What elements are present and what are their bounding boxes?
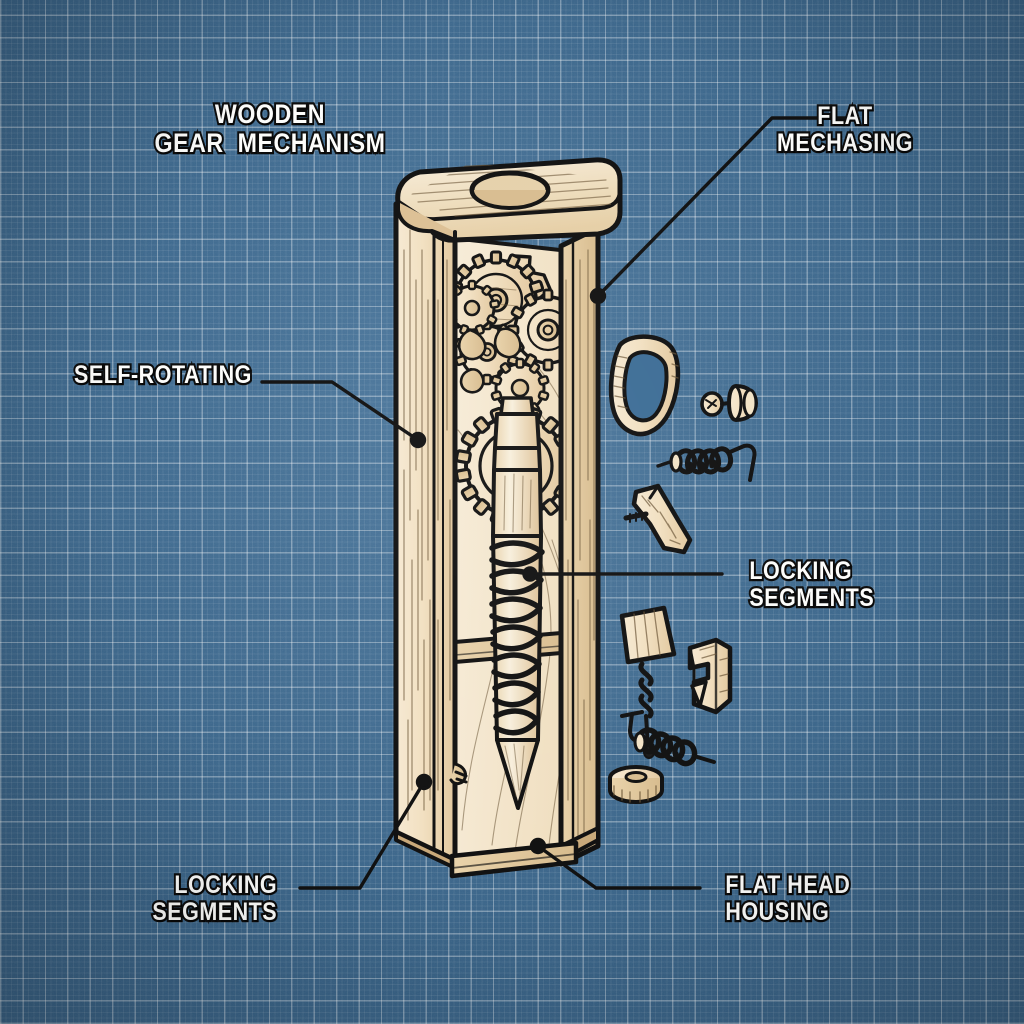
leader-flat-mechasing <box>589 116 850 305</box>
exploded-coil-spring-lower <box>620 710 716 767</box>
top-cap-block <box>395 157 623 243</box>
inner-fastener <box>449 762 468 786</box>
leader-locking-segments-right <box>522 566 724 582</box>
exploded-parts <box>608 334 758 804</box>
page-title: WOODEN GEAR MECHANISM <box>153 97 387 159</box>
callout-label-self-rotating: SELF-ROTATING <box>72 360 253 390</box>
cap-bore-hole <box>469 170 551 210</box>
callout-label-locking-segments-right: LOCKING SEGMENTS <box>747 556 875 614</box>
right-post <box>558 225 601 867</box>
exploded-washer <box>608 765 664 804</box>
exploded-angle-bracket <box>623 483 693 555</box>
callout-label-locking-segments-bottom: LOCKING SEGMENTS <box>150 870 278 928</box>
left-post <box>393 201 458 870</box>
exploded-clamp-bracket <box>608 334 681 437</box>
exploded-coil-spring-upper <box>656 443 757 482</box>
threaded-screw <box>489 396 545 810</box>
leader-locking-segments-bottom <box>298 773 433 890</box>
leader-flat-head-housing <box>529 837 702 890</box>
screw-threads <box>489 540 545 736</box>
callout-leader-lines <box>260 116 850 890</box>
exploded-knob-pin <box>700 384 758 422</box>
gear-linkage-detail <box>457 327 522 394</box>
exploded-c-clamp <box>687 637 733 715</box>
callout-label-flat-mechasing: FLAT MECHASING <box>775 101 914 159</box>
callout-label-flat-head-housing: FLAT HEAD HOUSING <box>723 870 851 928</box>
leader-self-rotating <box>260 380 427 449</box>
gear-cluster <box>455 250 575 419</box>
